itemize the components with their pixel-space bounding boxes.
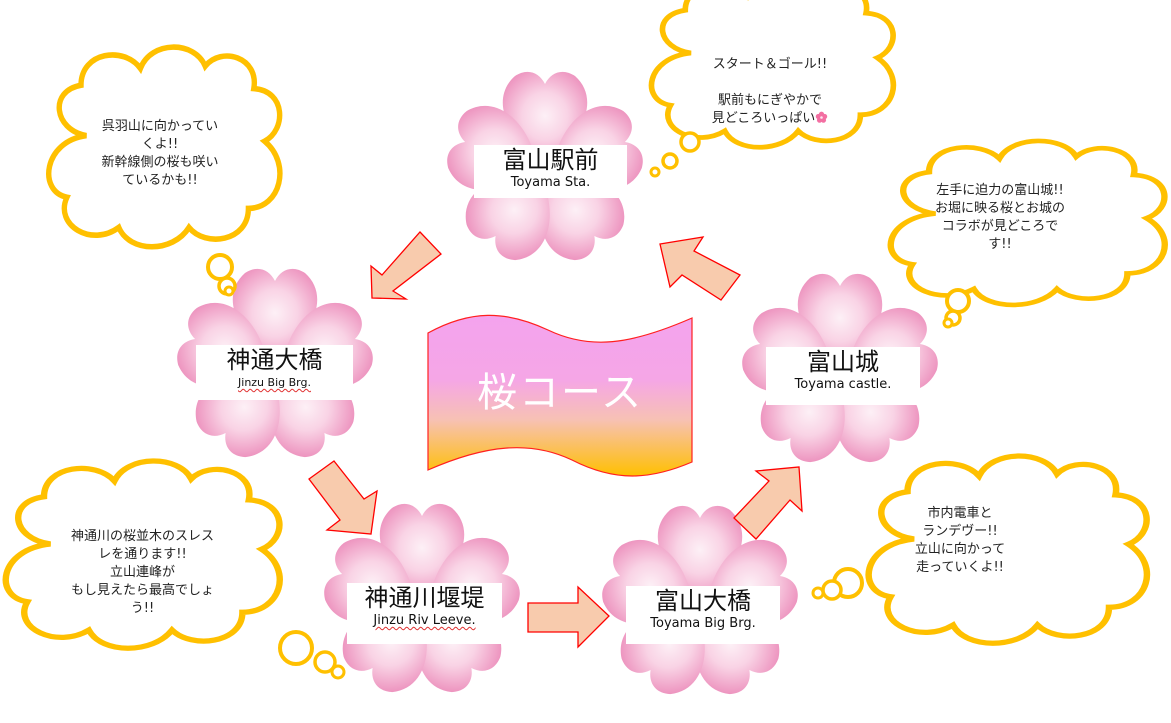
cloud-text-jinzu-big-brg: 呉羽山に向かってい くよ!! 新幹線側の桜も咲い ているかも!! <box>101 119 219 188</box>
node-label-jinzu-riv-leeve: 神通川堰堤 Jinzu Riv Leeve. <box>347 583 502 644</box>
arrow-castle-to-sta <box>659 236 741 301</box>
thought-cloud-jinzu-big-brg <box>49 47 280 297</box>
thought-cloud-station <box>651 0 893 178</box>
thought-cloud-castle <box>891 141 1165 329</box>
cloud-text-leeve: 神通川の桜並木のスレス レを通ります!! 立山連峰が もし見えたら最高でしょ う… <box>70 529 214 616</box>
node-name-jp: 富山城 <box>807 348 879 376</box>
thought-cloud-toyama-big-brg <box>811 456 1147 643</box>
course-title: 桜コース <box>477 370 643 416</box>
course-banner <box>427 314 693 477</box>
node-name-en: Toyama castle. <box>794 377 892 392</box>
node-name-jp: 神通川堰堤 <box>364 584 485 612</box>
node-name-jp: 神通大橋 <box>226 346 323 374</box>
node-name-jp: 富山大橋 <box>655 587 751 615</box>
arrow-jinzu-big-brg-to-leeve <box>308 460 378 535</box>
arrow-sta-to-jinzu-big-brg <box>370 231 442 300</box>
cherry-blossom-icon <box>816 111 828 123</box>
node-label-toyama-sta: 富山駅前 Toyama Sta. <box>474 145 627 198</box>
node-name-en: Toyama Big Brg. <box>650 616 756 631</box>
node-label-toyama-castle: 富山城 Toyama castle. <box>766 347 920 405</box>
node-name-jp: 富山駅前 <box>502 146 599 174</box>
node-name-en: Jinzu Riv Leeve. <box>373 613 476 628</box>
thought-cloud-leeve <box>6 461 346 680</box>
cloud-station-line1: スタート＆ゴール!! <box>712 57 828 72</box>
cloud-text-station: スタート＆ゴール!! 駅前もにぎやかで 見どころいっぱい <box>690 38 850 128</box>
node-name-en: Jinzu Big Brg. <box>238 376 311 389</box>
arrow-leeve-to-toyama-big-brg <box>527 585 610 649</box>
cloud-text-castle: 左手に迫力の富山城!! お堀に映る桜とお城の コラボが見どころで す!! <box>934 183 1065 252</box>
cloud-text-toyama-big-brg: 市内電車と ランデヴー!! 立山に向かって 走っていくよ!! <box>914 506 1006 575</box>
node-label-jinzu-big-brg: 神通大橋 Jinzu Big Brg. <box>196 345 353 400</box>
cloud-station-line2: 駅前もにぎやかで 見どころいっぱい <box>711 93 822 126</box>
arrow-toyama-big-brg-to-castle <box>733 466 803 540</box>
node-name-en: Toyama Sta. <box>510 175 591 190</box>
node-label-toyama-big-brg: 富山大橋 Toyama Big Brg. <box>626 586 780 644</box>
